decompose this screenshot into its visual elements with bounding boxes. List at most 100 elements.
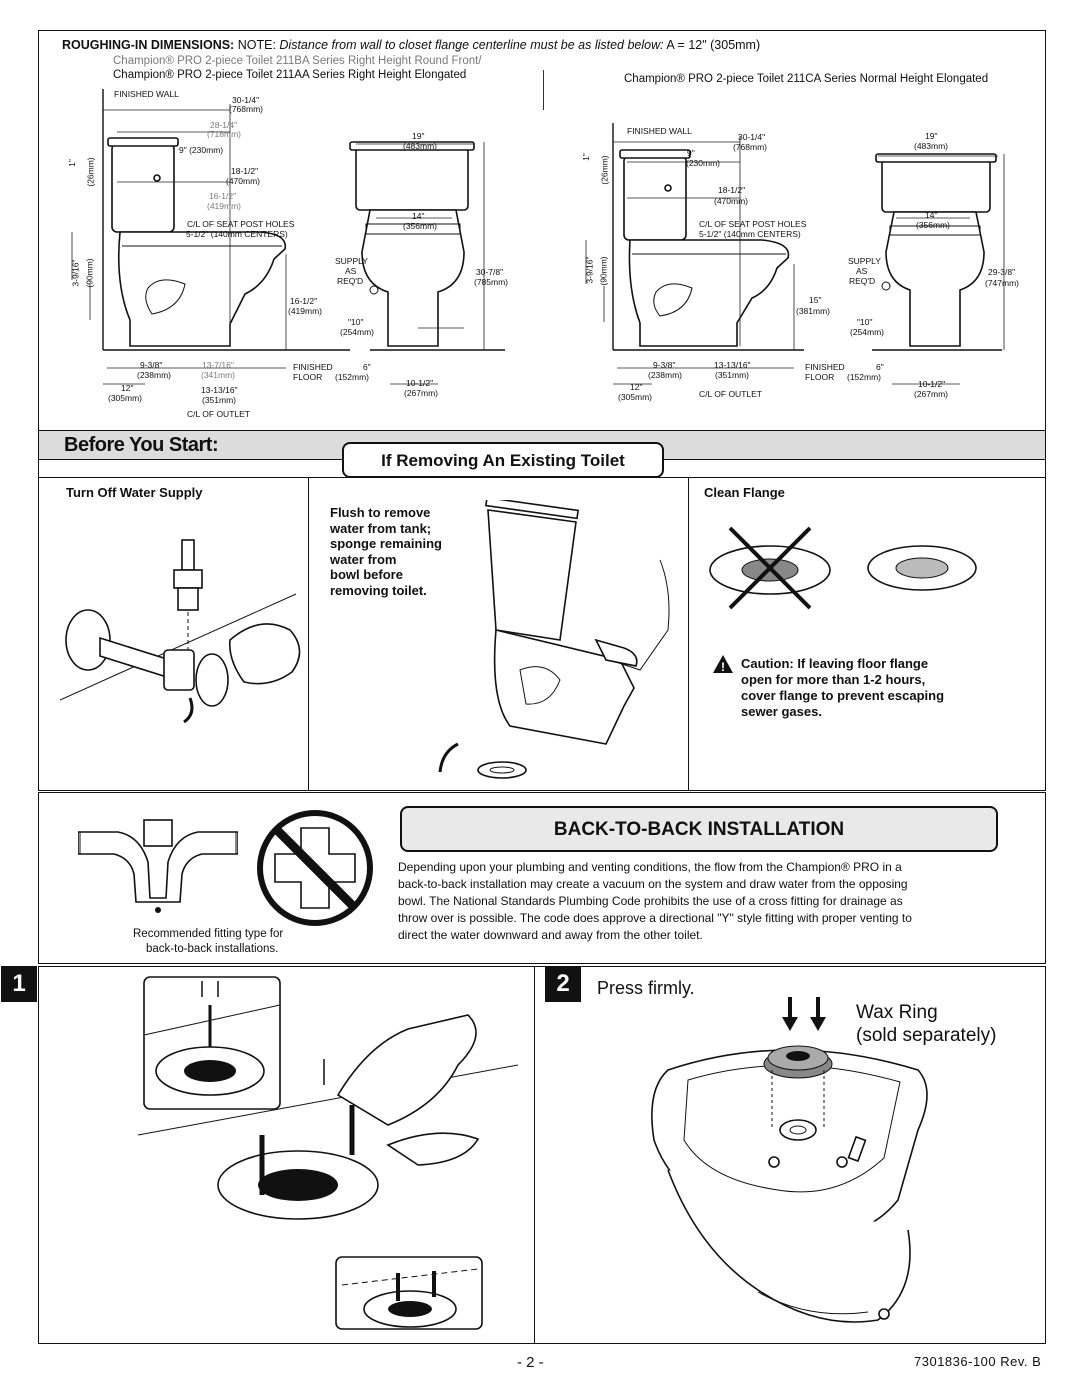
right-d-10-1-2: 10-1/2" [918,379,946,389]
right-d-351: (351mm) [715,370,750,380]
left-d-16-1-2-top: 16-1/2" [209,191,237,201]
left-as: AS [345,266,357,276]
left-d-10: "10" [348,317,364,327]
left-d-341: (341mm) [201,370,236,380]
right-d-230: (230mm) [686,158,721,168]
remove-title: If Removing An Existing Toilet [381,451,625,470]
right-d-30-1-4: 30-1/4" [738,132,766,142]
flush-instructions: Flush to remove water from tank; sponge … [330,505,442,598]
cross-fitting-prohibited [257,810,373,926]
shutoff-valve-illustration [60,539,301,724]
left-d-305: (305mm) [108,393,143,403]
right-d-6: 6" [876,362,884,372]
left-supply: SUPPLY [335,256,368,266]
note-italic: Distance from wall to closet flange cent… [279,38,664,52]
left-d-254: (254mm) [340,327,375,337]
left-d-13-7-16: 13-7/16" [202,360,234,370]
fitting-caption-2: back-to-back installations. [146,943,279,955]
y-fitting-illustration [78,819,238,913]
water-supply-label: Turn Off Water Supply [66,485,203,500]
b2b-title-box: BACK-TO-BACK INSTALLATION [400,806,998,852]
flush-line: bowl before [330,567,403,582]
press-arrows-icon [782,997,826,1031]
right-d-13-13-16: 13-13/16" [714,360,751,370]
before-divider-2 [688,477,689,791]
left-d-152: (152mm) [335,372,370,382]
caution-line: open for more than 1-2 hours, [741,672,926,687]
right-seat-post-centers: 5-1/2" (140mm CENTERS) [699,229,801,239]
left-d-1: 1" [66,159,77,167]
left-d-351: (351mm) [202,395,237,405]
b2b-body: Depending upon your plumbing and venting… [398,859,912,944]
svg-text:!: ! [721,660,725,674]
left-floor: FLOOR [293,372,323,382]
left-d-12: 12" [121,383,134,393]
left-d-18-1-2: 18-1/2" [231,166,259,176]
right-d-9-3-8: 9-3/8" [653,360,676,370]
caution-line: cover flange to prevent escaping [741,688,945,703]
right-d-90: (90mm) [598,256,609,286]
roughing-in-section [38,30,1046,430]
left-seat-post: C/L OF SEAT POST HOLES [187,219,295,229]
right-d-18-1-2: 18-1/2" [718,185,746,195]
right-d-3-9-16: 3-9/16" [584,256,595,284]
fitting-caption-1: Recommended fitting type for [133,928,284,940]
left-d-13-13-16: 13-13/16" [201,385,238,395]
clean-flange-label: Clean Flange [704,485,785,500]
left-d-16-1-2: 16-1/2" [290,296,318,306]
right-d-9: 9" [687,148,695,158]
left-d-785: (785mm) [474,277,509,287]
caution-line: sewer gases. [741,704,822,719]
b2b-line: bowl. The National Standards Plumbing Co… [398,894,903,908]
left-finished-floor: FINISHED [293,362,333,372]
page-number: - 2 - [517,1354,544,1371]
right-d-356: (356mm) [916,220,951,230]
right-d-19: 19" [925,131,938,141]
toilet-removal-illustration [438,500,670,779]
flush-line: removing toilet. [330,582,427,598]
right-d-267: (267mm) [914,389,949,399]
flange-bolt-illustration [138,976,518,1330]
left-d-30-1-4: 30-1/4" [232,95,260,105]
press-firmly: Press firmly. [597,978,695,998]
model-211ca: Champion® PRO 2-piece Toilet 211CA Serie… [624,73,989,85]
flush-line: Flush to remove [330,505,431,520]
steps-section [38,966,1046,1344]
note-prefix: NOTE: [237,38,276,52]
left-d-90: (90mm) [84,258,95,288]
left-d-470: (470mm) [226,176,261,186]
remove-title-box: If Removing An Existing Toilet [342,442,664,478]
left-d-19: 19" [412,131,425,141]
wax-ring-bowl-illustration [651,1045,928,1323]
right-as: AS [856,266,868,276]
step-1-number: 1 [1,966,37,1002]
b2b-title: BACK-TO-BACK INSTALLATION [553,819,845,840]
right-d-305: (305mm) [618,392,653,402]
left-finished-wall: FINISHED WALL [114,89,179,99]
right-d-29-3-8: 29-3/8" [988,267,1016,277]
right-d-768: (768mm) [733,142,768,152]
left-d-718: (718mm) [207,129,242,139]
left-roughing-diagram [71,89,505,385]
caution-line: Caution: If leaving floor flange [741,656,929,671]
right-d-14: 14" [925,210,938,220]
left-reqd: REQ'D [337,276,364,286]
right-d-381: (381mm) [796,306,831,316]
right-d-10: "10" [857,317,873,327]
right-d-747: (747mm) [985,278,1020,288]
step-2-number: 2 [545,966,581,1002]
left-d-14: 14" [412,211,425,221]
left-d-483: (483mm) [403,141,438,151]
diagram-divider [543,70,544,110]
back-to-back-section [38,792,1046,964]
left-d-6: 6" [363,362,371,372]
b2b-line: back-to-back installation may create a v… [398,877,908,891]
left-d-10-1-2: 10-1/2" [406,378,434,388]
right-d-254: (254mm) [850,327,885,337]
left-d-768: (768mm) [229,104,264,114]
left-d-9-3-8: 9-3/8" [140,360,163,370]
caution-icon: ! [713,655,733,674]
wax-ring-label: Wax Ring [856,1002,938,1023]
flush-line: water from tank; [330,520,432,536]
left-d-267: (267mm) [404,388,439,398]
